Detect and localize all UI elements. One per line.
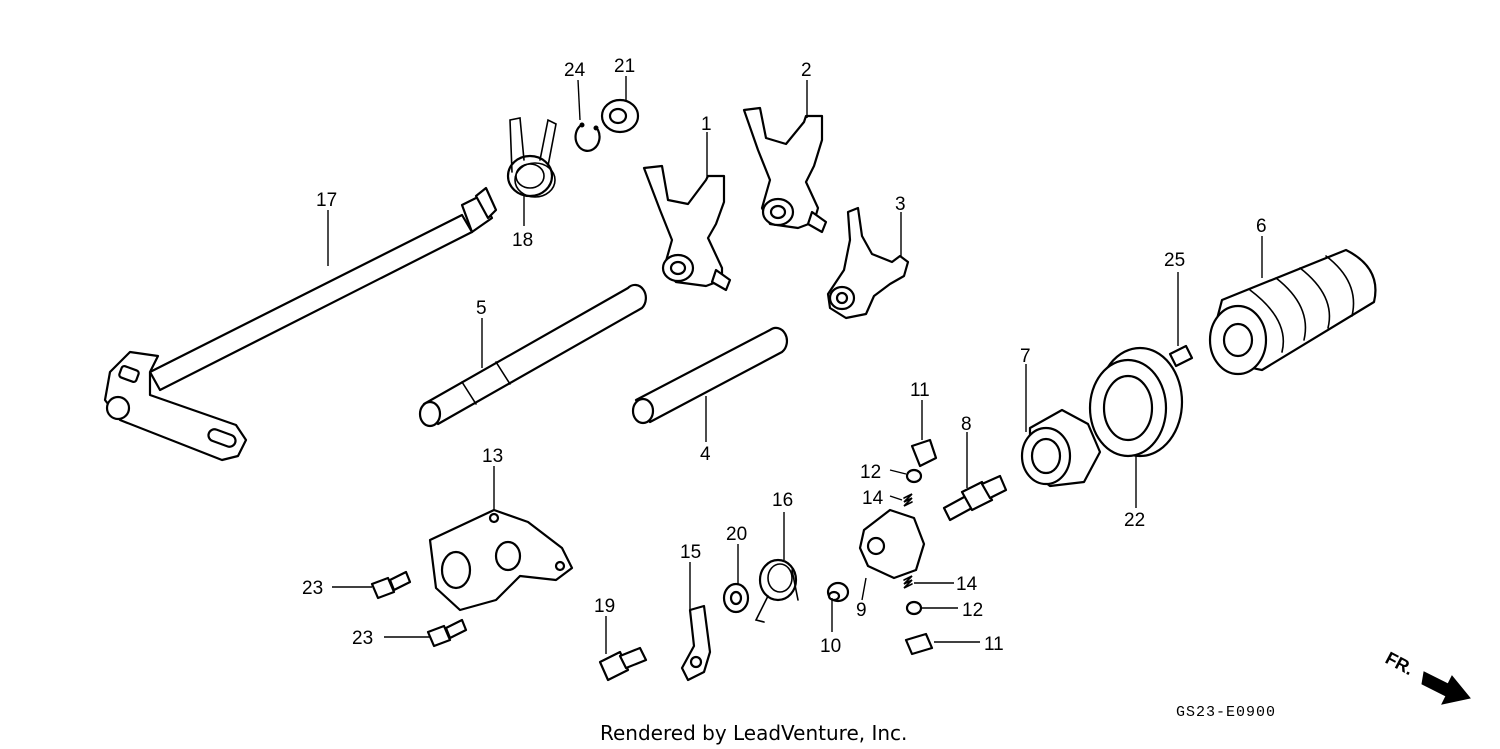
- drawing-code: GS23-E0900: [1176, 704, 1276, 721]
- stopper-plate-15: [680, 604, 712, 682]
- callout-20: 20: [726, 524, 747, 545]
- flange-bolt-19: [598, 646, 648, 682]
- callout-16: 16: [772, 490, 793, 511]
- return-spring-18: [506, 117, 557, 198]
- spacer-12-lower: [905, 600, 923, 616]
- front-direction-label: FR.: [1382, 648, 1417, 679]
- spring-14-lower: [903, 575, 913, 589]
- shift-fork-shaft-4: [631, 326, 789, 425]
- callout-18: 18: [512, 230, 533, 251]
- stopper-arm-9: [858, 508, 926, 580]
- cam-stopper-11-lower: [904, 632, 934, 656]
- callout-17: 17: [316, 190, 337, 211]
- shift-fork-2: [742, 106, 828, 234]
- shift-fork-3: [826, 206, 910, 320]
- callout-11-lower: 11: [984, 634, 1004, 655]
- collar-10: [826, 581, 850, 603]
- callout-10: 10: [820, 636, 841, 657]
- front-arrow-icon: [1421, 671, 1471, 705]
- callout-12-upper: 12: [860, 462, 881, 483]
- bearing-22: [1088, 346, 1184, 458]
- credit-line: Rendered by LeadVenture, Inc.: [600, 721, 907, 745]
- callout-2: 2: [801, 60, 812, 81]
- washer-21: [600, 98, 640, 134]
- pivot-bolt-8: [942, 474, 1008, 522]
- callout-5: 5: [476, 298, 487, 319]
- guide-plate-13: [428, 508, 574, 612]
- screw-23-lower: [426, 618, 468, 648]
- cam-stopper-11-upper: [910, 438, 938, 468]
- leader-lines: [327, 76, 1263, 654]
- callout-6: 6: [1256, 216, 1267, 237]
- callout-9: 9: [856, 600, 867, 621]
- callout-7: 7: [1020, 346, 1031, 367]
- callout-14-lower: 14: [956, 574, 978, 595]
- callout-23-upper: 23: [302, 578, 323, 599]
- circlip-24: [574, 122, 601, 152]
- callout-1: 1: [701, 114, 712, 135]
- callout-24: 24: [564, 60, 586, 81]
- callout-13: 13: [482, 446, 503, 467]
- dowel-pin-25: [1168, 344, 1194, 368]
- front-direction-indicator: FR.: [1382, 648, 1471, 705]
- shift-fork-1: [642, 164, 732, 292]
- drum-center-7: [1020, 408, 1102, 488]
- callout-22: 22: [1124, 510, 1145, 531]
- callout-4: 4: [700, 444, 711, 465]
- spring-14-upper: [903, 493, 913, 507]
- callout-14-upper: 14: [862, 488, 884, 509]
- callout-12-lower: 12: [962, 600, 983, 621]
- callout-15: 15: [680, 542, 701, 563]
- callout-labels: 1 2 3 4 5 6 7 8 9 10 11 11 12 12 13 14 1…: [302, 56, 1267, 657]
- callout-23-lower: 23: [352, 628, 373, 649]
- spacer-12-upper: [905, 468, 923, 484]
- gearshift-spindle-17: [103, 186, 498, 462]
- callout-25: 25: [1164, 250, 1185, 271]
- callout-3: 3: [895, 194, 906, 215]
- callout-11-upper: 11: [910, 380, 930, 401]
- callout-19: 19: [594, 596, 615, 617]
- callout-21: 21: [614, 56, 635, 77]
- shift-fork-shaft-5: [418, 283, 647, 428]
- callout-8: 8: [961, 414, 972, 435]
- gearshift-drum-6: [1208, 248, 1377, 376]
- washer-20: [722, 582, 750, 614]
- torsion-spring-16: [754, 558, 799, 623]
- screw-23-upper: [370, 570, 412, 600]
